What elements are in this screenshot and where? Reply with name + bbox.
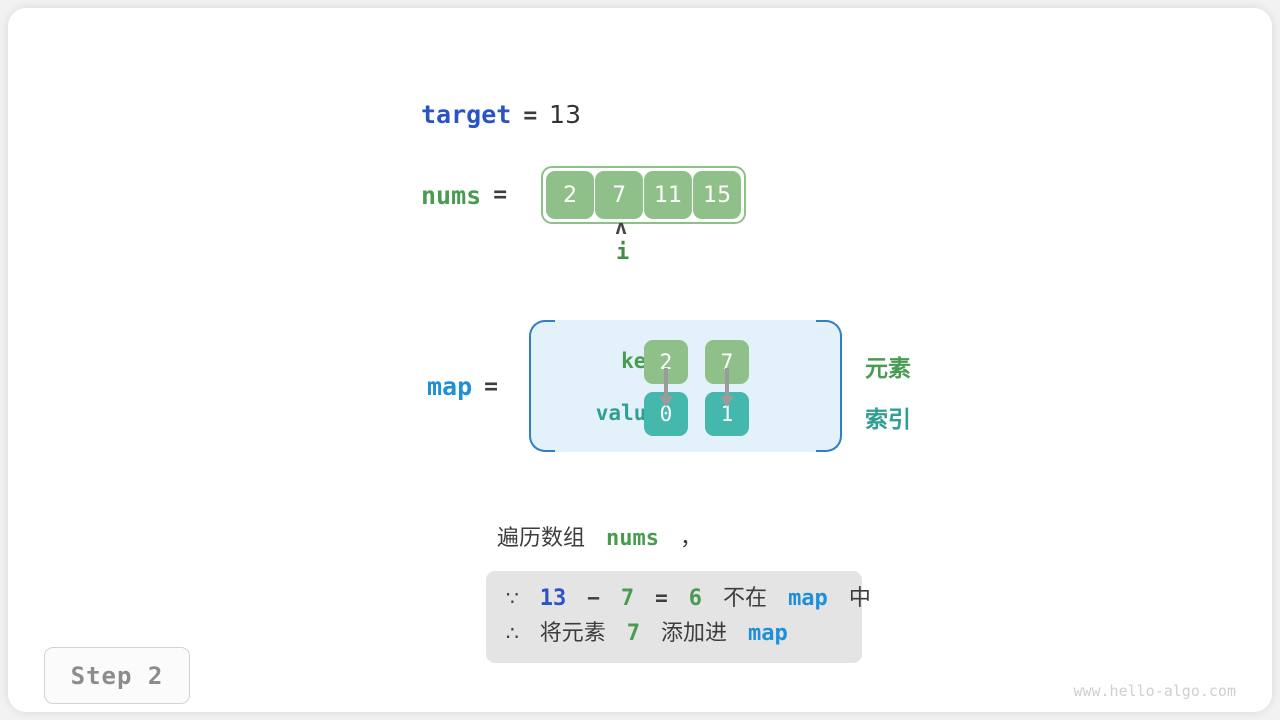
array-cell: 15 (693, 171, 742, 219)
map-label: map (427, 372, 473, 401)
pointer-label: i (616, 240, 630, 265)
pointer-caret-icon: ʌ (615, 215, 628, 239)
reason-operand-b: 7 (620, 586, 635, 611)
map-label-group: map = (427, 372, 498, 401)
description-suffix: ， (680, 526, 703, 551)
target-label: target (421, 100, 512, 129)
map-link-arrow-icon (720, 368, 734, 407)
nums-label-group: nums = (421, 177, 507, 213)
therefore-symbol: ∴ (506, 621, 519, 645)
reason-operator: − (587, 586, 600, 610)
step-badge: Step 2 (44, 647, 190, 704)
reason-box: ∵ 13 − 7 = 6 不在 map 中 ∴ (486, 571, 871, 663)
array-cell: 2 (546, 171, 595, 219)
map-entry: 7 1 (705, 340, 749, 436)
map-container: key value 2 0 7 1 (528, 319, 842, 452)
array-frame: 2 7 11 15 (541, 166, 747, 224)
reason-operand-a: 13 (539, 586, 567, 611)
target-value: 13 (549, 100, 581, 129)
nums-label: nums (421, 180, 482, 210)
map-equals: = (484, 373, 499, 400)
description-line: 遍历数组 nums ， (497, 520, 702, 552)
array-cell: 7 (595, 171, 644, 219)
diagram-card: target = 13 nums = 2 7 11 15 ʌ i map = (8, 8, 1272, 712)
map-link-arrow-icon (659, 368, 673, 407)
array-cell: 11 (644, 171, 693, 219)
reason-mid-text: 不在 (723, 586, 768, 611)
reason-line-2: ∴ 将元素 7 添加进 map (486, 616, 862, 651)
target-equals: = (523, 103, 538, 129)
nums-equals: = (493, 182, 508, 208)
reason2-mid-text: 添加进 (661, 621, 728, 646)
reason-result: 6 (688, 586, 703, 611)
reason2-value: 7 (626, 621, 640, 646)
watermark: www.hello-algo.com (1073, 682, 1236, 700)
side-label-index: 索引 (865, 407, 911, 433)
because-symbol: ∵ (506, 586, 519, 610)
reason-end-text: 中 (848, 586, 871, 611)
description-var: nums (606, 526, 659, 551)
side-label-element: 元素 (865, 356, 911, 382)
reason2-pre-text: 将元素 (539, 621, 606, 646)
nums-row: nums = 2 7 11 15 (421, 166, 747, 224)
reason-line-1: ∵ 13 − 7 = 6 不在 map 中 (486, 581, 871, 616)
reason-map-word: map (788, 586, 828, 611)
reason-equals: = (655, 586, 668, 610)
map-entry: 2 0 (644, 340, 688, 436)
description-prefix: 遍历数组 (497, 526, 586, 551)
target-row: target = 13 (421, 100, 581, 129)
map-key-cell: 7 (705, 340, 749, 384)
reason2-map-word: map (748, 621, 788, 646)
